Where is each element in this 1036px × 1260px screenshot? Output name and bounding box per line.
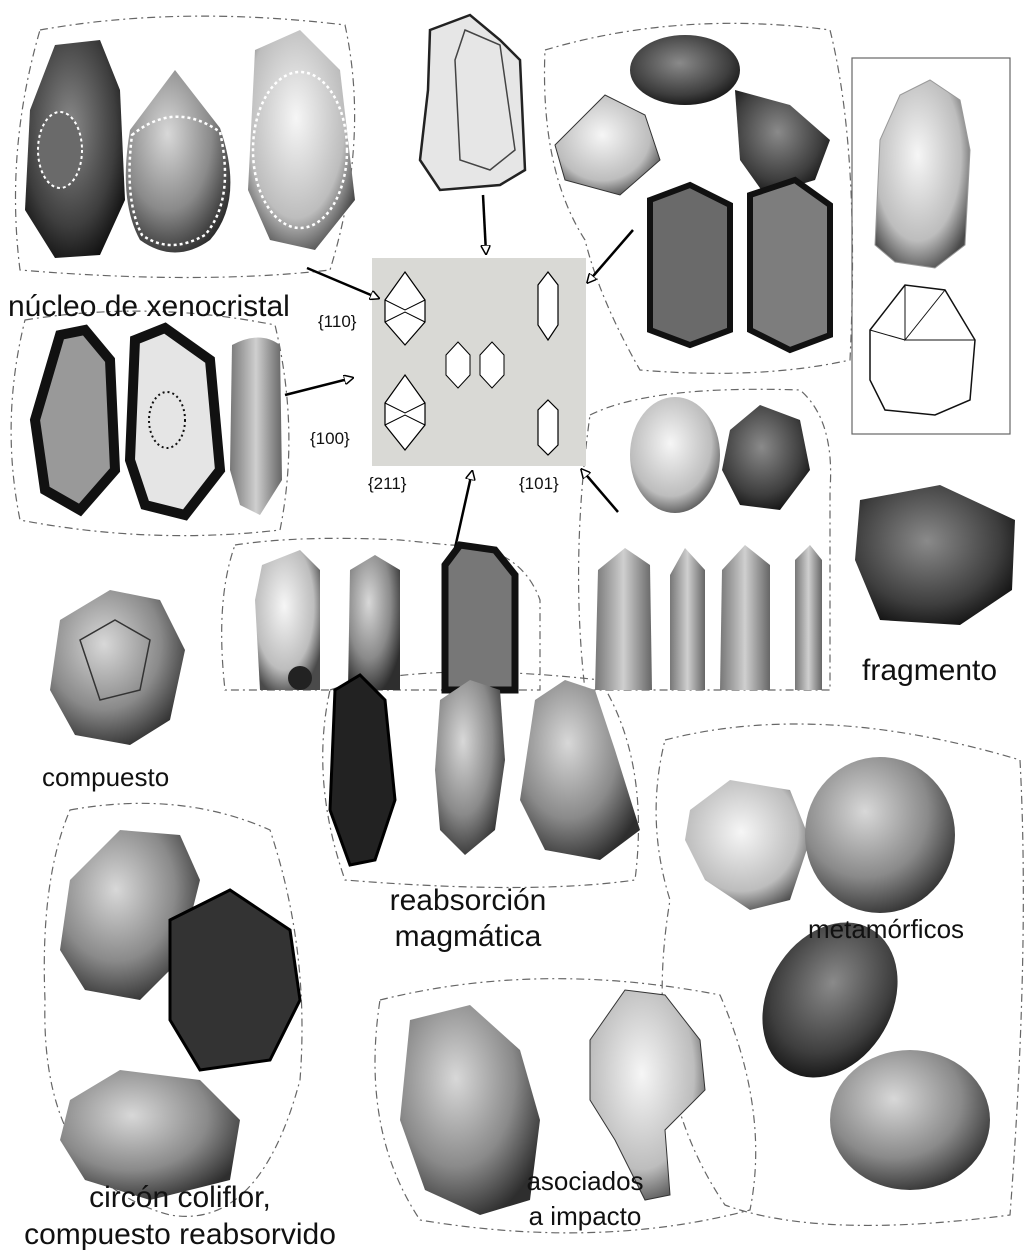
- upper-right-grains: [555, 35, 830, 350]
- label-magmatic-resorption-1: reabsorción: [378, 886, 558, 916]
- label-metamorphic: metamórficos: [808, 916, 964, 942]
- crystal-forms-panel: [372, 258, 586, 466]
- label-cauliflower-1: circón coliflor,: [0, 1183, 360, 1213]
- label-impact-1: asociados: [520, 1168, 650, 1194]
- left-grains: [35, 328, 282, 515]
- label-composite: compuesto: [42, 764, 169, 790]
- top-grain-cluster: [420, 15, 525, 190]
- label-magmatic-resorption-2: magmática: [378, 922, 558, 952]
- xenocryst-core-grains: [25, 30, 355, 258]
- metamorphic-grains: [685, 757, 990, 1190]
- composite-grain: [50, 590, 185, 745]
- label-cauliflower-2: compuesto reabsorvido: [0, 1220, 360, 1250]
- label-face-211: {211}: [368, 475, 406, 492]
- label-face-110: {110}: [318, 313, 356, 330]
- label-face-101: {101}: [519, 475, 559, 492]
- cauliflower-grains: [60, 830, 300, 1200]
- prism-crystals: [870, 80, 975, 415]
- label-fragment: fragmento: [862, 656, 997, 686]
- resorbed-grains: [330, 675, 640, 865]
- fragment-grain: [855, 485, 1015, 625]
- label-face-100: {100}: [310, 430, 350, 447]
- label-xenocryst-core: núcleo de xenocristal: [8, 292, 290, 322]
- label-impact-2: a impacto: [520, 1203, 650, 1229]
